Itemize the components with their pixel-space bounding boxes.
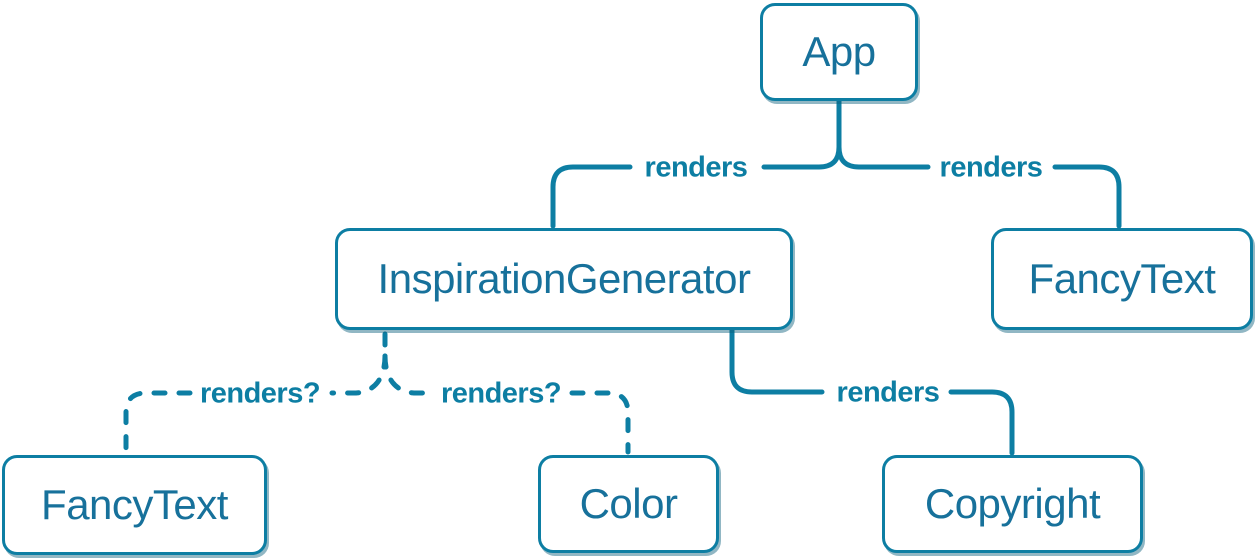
edge-label-renders-fancytext: renders [939, 151, 1043, 184]
edge-label-renders-question-fancytext: renders? [199, 377, 321, 410]
edge-label-renders-question-color: renders? [440, 377, 562, 410]
edge-inspirationgenerator-to-color-dashed [382, 353, 631, 455]
node-fancy-text-top: FancyText [991, 228, 1253, 330]
edge-app-to-fancytext [836, 98, 1122, 229]
node-app: App [760, 3, 918, 101]
edge-inspirationgenerator-to-copyright [729, 327, 1015, 456]
node-color: Color [538, 455, 719, 553]
node-fancy-text-bottom: FancyText [2, 455, 267, 555]
node-inspiration-generator: InspirationGenerator [335, 228, 793, 330]
edge-label-renders-inspirationgenerator: renders [644, 151, 748, 184]
node-copyright: Copyright [882, 455, 1143, 553]
edge-label-renders-copyright: renders [836, 376, 940, 409]
